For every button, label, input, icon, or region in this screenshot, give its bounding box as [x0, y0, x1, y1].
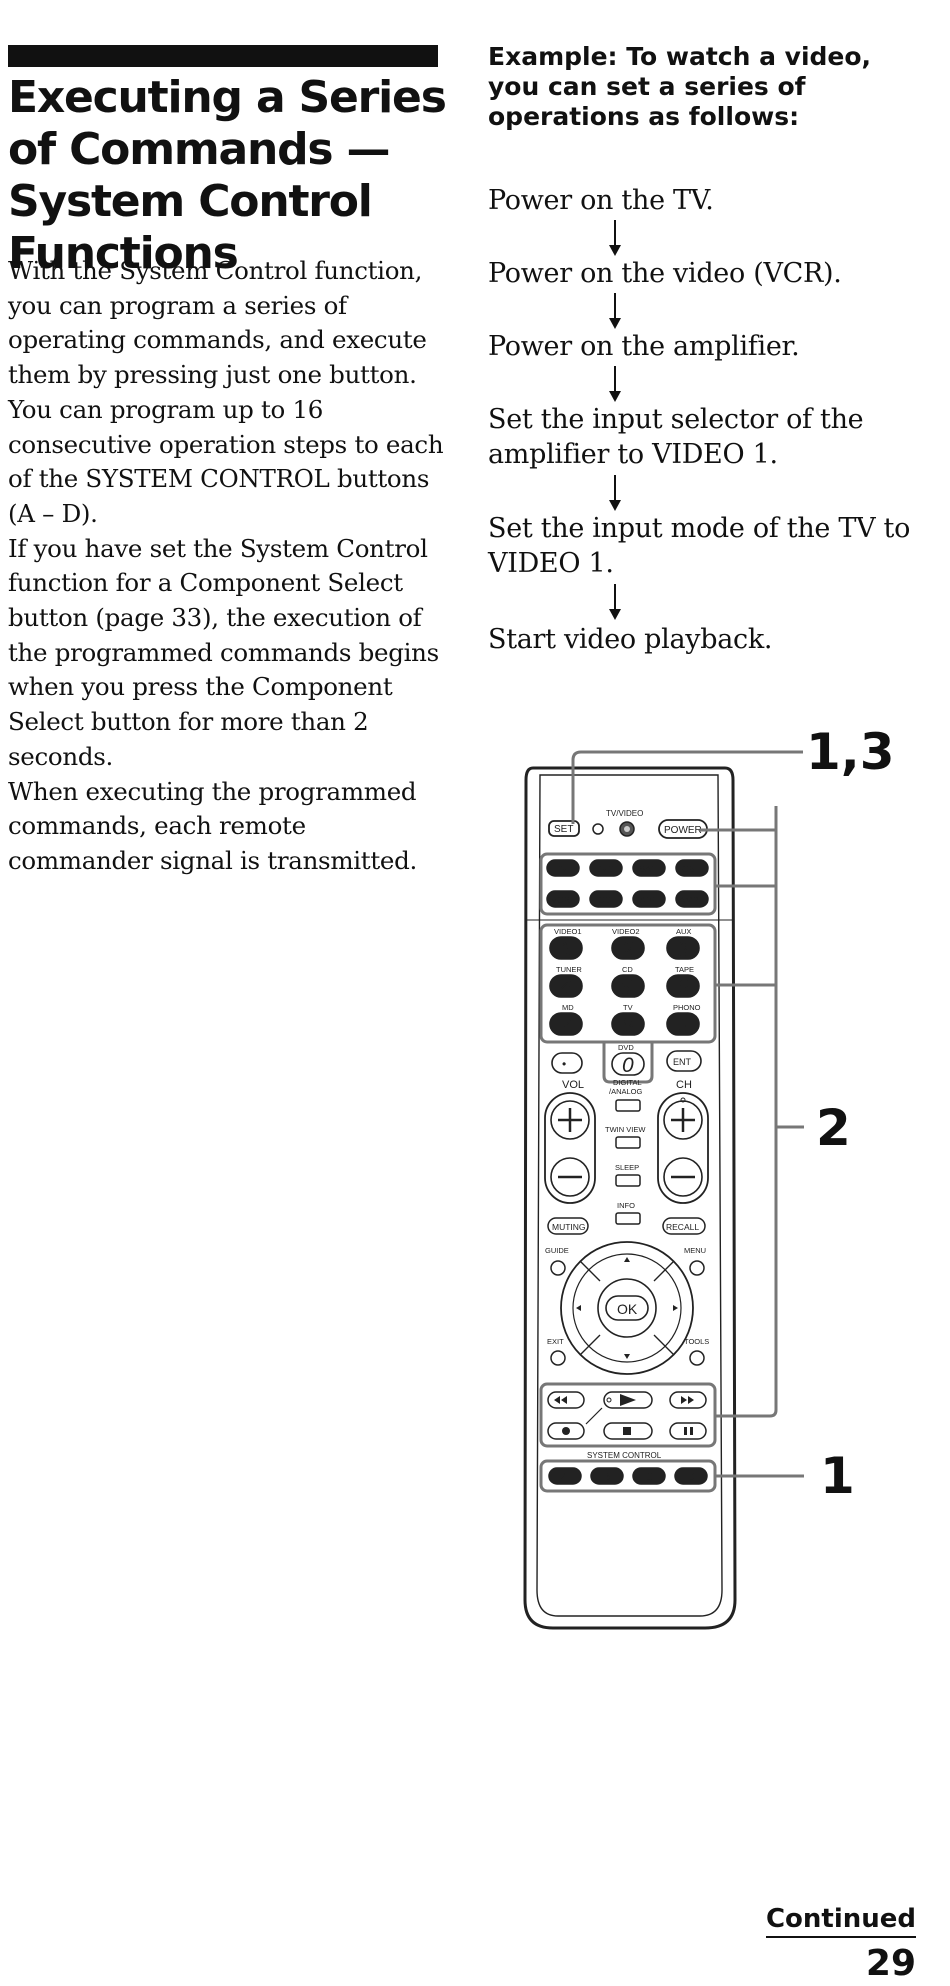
- page-number: 29: [865, 1943, 916, 1984]
- svg-text:VOL: VOL: [562, 1079, 584, 1091]
- ch-rocker: [657, 1092, 709, 1204]
- arrow-down-icon: [609, 366, 621, 402]
- svg-text:CD: CD: [622, 965, 633, 974]
- svg-text:6: 6: [677, 976, 689, 999]
- svg-text:TAPE: TAPE: [675, 965, 694, 974]
- step-3: Power on the amplifier.: [488, 331, 800, 362]
- example-title: Example: To watch a video, you can set a…: [488, 42, 872, 131]
- svg-text:CBL: CBL: [682, 864, 700, 874]
- svg-text:DVD: DVD: [595, 864, 615, 874]
- svg-text:•: •: [562, 1057, 566, 1071]
- svg-text:0: 0: [622, 1054, 634, 1077]
- svg-text:3: 3: [677, 938, 689, 961]
- svg-text:VCR: VCR: [551, 895, 571, 905]
- svg-text:VIDEO1: VIDEO1: [554, 927, 582, 936]
- svg-text:ENT: ENT: [673, 1057, 692, 1067]
- svg-text:C: C: [645, 1471, 653, 1483]
- svg-text:5: 5: [620, 976, 632, 999]
- component-row-1: TV DVD SAT CBL: [546, 859, 709, 877]
- svg-text:B: B: [603, 1471, 610, 1483]
- svg-text:TV: TV: [556, 864, 568, 874]
- number-pad: VIDEO1 VIDEO2 AUX TUNER CD TAPE MD TV PH…: [554, 927, 701, 1012]
- nav-ring: [560, 1241, 694, 1375]
- step-2: Power on the video (VCR).: [488, 258, 842, 289]
- svg-text:POWER: POWER: [664, 825, 702, 836]
- svg-text:CD: CD: [598, 895, 611, 905]
- arrow-down-icon: [609, 293, 621, 329]
- svg-text:INFO: INFO: [617, 1201, 635, 1210]
- heading-bar: [8, 45, 438, 67]
- svg-text:AUX: AUX: [676, 927, 691, 936]
- svg-text:2: 2: [621, 938, 634, 961]
- svg-text:TOOLS: TOOLS: [684, 1337, 709, 1346]
- svg-text:TUNER: TUNER: [556, 965, 582, 974]
- step-6: Start video playback.: [488, 624, 773, 655]
- svg-text:AMP: AMP: [679, 895, 699, 905]
- page-title: Executing a Series of Commands — System …: [8, 72, 447, 279]
- svg-text:SLEEP: SLEEP: [615, 1163, 639, 1172]
- svg-text:TV: TV: [623, 1003, 633, 1012]
- svg-text:SAT: SAT: [639, 864, 656, 874]
- svg-text:7: 7: [560, 1014, 573, 1037]
- arrow-down-icon: [609, 475, 621, 511]
- svg-text:A: A: [561, 1471, 569, 1483]
- remote-commander-illustration: TV/VIDEO SET POWER TV DVD SAT CBL VCR CD…: [523, 750, 804, 1630]
- svg-text:MUTING: MUTING: [552, 1222, 586, 1232]
- svg-text:RECALL: RECALL: [666, 1222, 699, 1232]
- svg-text:DVD: DVD: [618, 1043, 634, 1052]
- svg-text:GUIDE: GUIDE: [545, 1246, 569, 1255]
- svg-text:TWIN VIEW: TWIN VIEW: [605, 1125, 646, 1134]
- set-button: [548, 820, 580, 837]
- step-5: Set the input mode of the TV to VIDEO 1.: [488, 513, 911, 579]
- svg-text:PHONO: PHONO: [673, 1003, 701, 1012]
- arrow-down-icon: [609, 584, 621, 620]
- svg-text:EXIT: EXIT: [547, 1337, 564, 1346]
- svg-text:DIGITAL/ANALOG: DIGITAL/ANALOG: [609, 1078, 643, 1096]
- step-4: Set the input selector of the amplifier …: [488, 404, 864, 470]
- svg-text:D: D: [687, 1471, 695, 1483]
- svg-text:9: 9: [677, 1014, 689, 1037]
- svg-text:4: 4: [560, 976, 572, 999]
- step-1: Power on the TV.: [488, 185, 714, 216]
- callout-2: 2: [816, 1099, 851, 1157]
- tv-video-label: TV/VIDEO: [606, 809, 643, 818]
- svg-text:VIDEO2: VIDEO2: [612, 927, 640, 936]
- continued-label: Continued: [765, 1904, 916, 1938]
- callout-lines: [571, 750, 804, 1478]
- svg-text:MD: MD: [562, 1003, 574, 1012]
- svg-text:SET: SET: [554, 824, 573, 835]
- svg-text:TAPE: TAPE: [635, 895, 658, 905]
- vol-rocker: [544, 1092, 596, 1204]
- svg-text:SYSTEM CONTROL: SYSTEM CONTROL: [587, 1451, 662, 1460]
- svg-text:1: 1: [560, 938, 572, 961]
- component-row-2: VCR CD TAPE AMP: [546, 890, 709, 908]
- svg-text:OK: OK: [617, 1301, 638, 1317]
- arrow-down-icon: [609, 220, 621, 256]
- body-text: With the System Control function, you ca…: [8, 256, 444, 875]
- svg-text:MENU: MENU: [684, 1246, 706, 1255]
- callout-1-3: 1,3: [806, 723, 895, 781]
- svg-text:CH: CH: [676, 1079, 692, 1091]
- callout-1: 1: [820, 1447, 855, 1505]
- svg-text:8: 8: [622, 1014, 634, 1037]
